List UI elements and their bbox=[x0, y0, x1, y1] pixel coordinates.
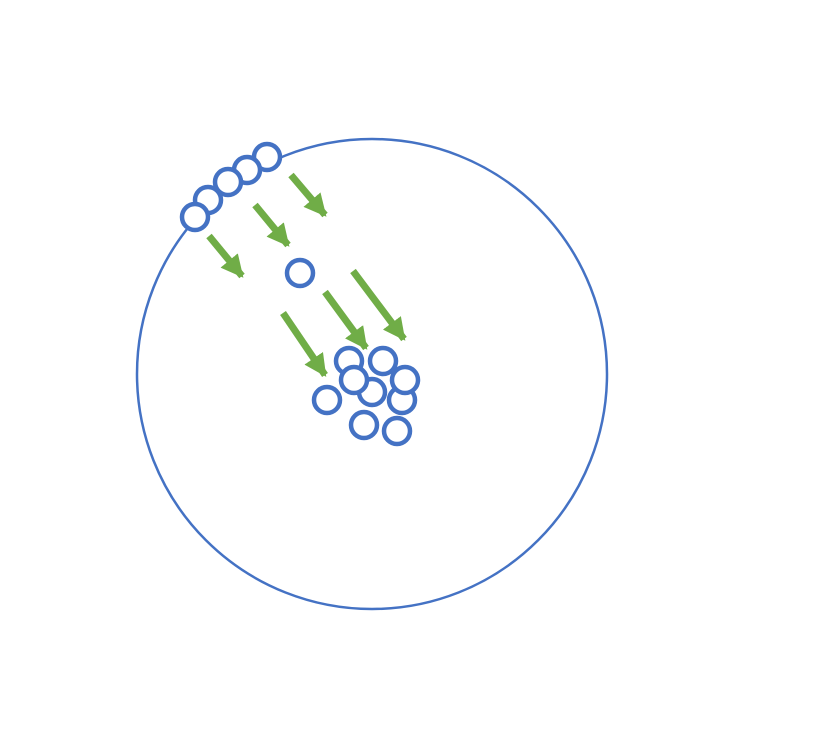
particle-ring bbox=[381, 415, 413, 447]
motion-arrows bbox=[206, 172, 407, 377]
particle-ring bbox=[348, 409, 380, 441]
motion-arrow bbox=[350, 268, 407, 342]
particle-ring bbox=[389, 364, 421, 396]
particles bbox=[179, 141, 421, 447]
particle-ring bbox=[179, 201, 211, 233]
particle-ring bbox=[367, 345, 399, 377]
motion-arrow bbox=[206, 233, 245, 279]
boundary-circle bbox=[135, 137, 609, 611]
particle-ring bbox=[311, 384, 343, 416]
particle-ring bbox=[338, 364, 370, 396]
particle-ring bbox=[212, 166, 244, 198]
motion-arrow bbox=[322, 289, 369, 351]
motion-arrow bbox=[252, 202, 291, 248]
particle-ring bbox=[284, 257, 316, 289]
motion-arrow bbox=[288, 172, 328, 218]
motion-arrow bbox=[280, 311, 328, 377]
